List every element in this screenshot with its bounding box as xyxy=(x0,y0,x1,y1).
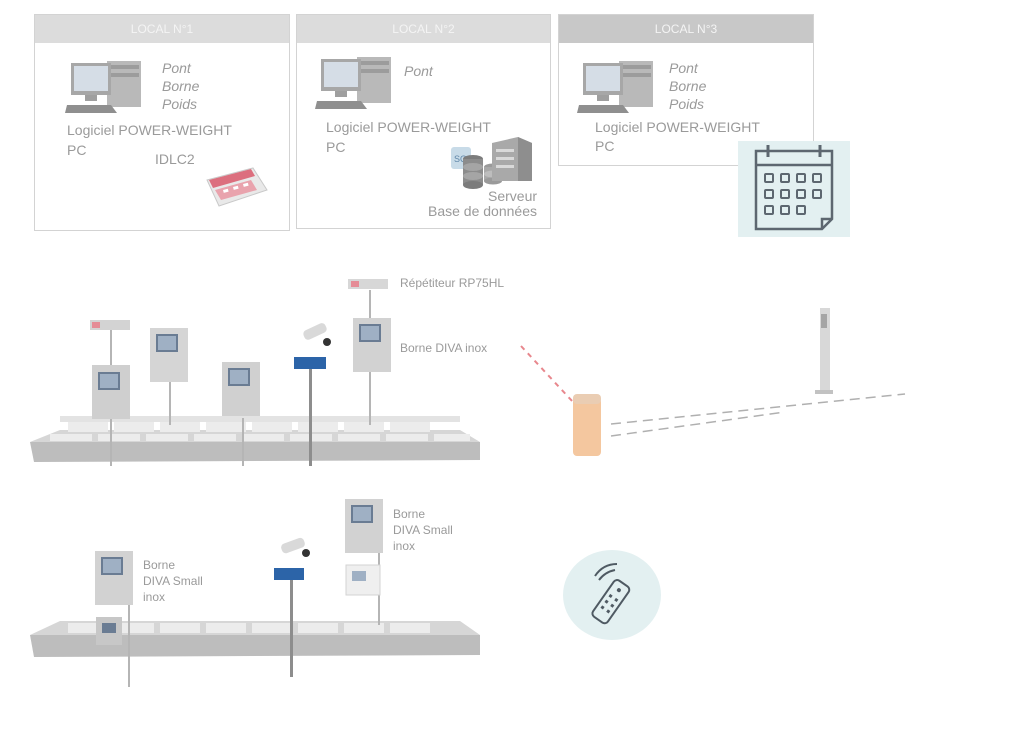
local-1-software: Logiciel POWER-WEIGHT xyxy=(67,122,232,138)
weighbridge-top-illustration xyxy=(20,270,520,475)
kiosk-inox-label: Borne DIVA inox xyxy=(400,341,488,355)
local-1-pc: PC xyxy=(67,142,87,158)
local-3-item-poids: Poids xyxy=(669,96,705,112)
local-2-items: Pont xyxy=(404,62,433,80)
local-3-software: Logiciel POWER-WEIGHT xyxy=(595,119,760,135)
local-1-title: LOCAL N°1 xyxy=(35,15,289,43)
barrier-illustration xyxy=(515,300,915,465)
database-icon: SQL xyxy=(447,145,507,195)
idlc2-indicator-icon xyxy=(201,160,269,210)
pc-icon xyxy=(577,59,657,115)
local-3-panel: LOCAL N°3 Pont Borne Poids Logiciel POWE… xyxy=(558,14,814,166)
kiosk-small-right-line-3: inox xyxy=(393,539,416,553)
local-1-items: Pont Borne Poids xyxy=(162,59,199,113)
local-2-database-label: Base de données xyxy=(428,203,537,219)
kiosk-small-right-line-2: DIVA Small xyxy=(393,523,453,537)
local-3-items: Pont Borne Poids xyxy=(669,59,706,113)
local-2-item-pont: Pont xyxy=(404,63,433,79)
local-3-item-pont: Pont xyxy=(669,60,698,76)
pc-icon xyxy=(65,59,145,115)
local-2-pc: PC xyxy=(326,139,346,155)
kiosk-small-left-line-1: Borne xyxy=(143,558,176,572)
local-1-item-pont: Pont xyxy=(162,60,191,76)
kiosk-small-right-line-1: Borne xyxy=(393,507,426,521)
local-2-title: LOCAL N°2 xyxy=(297,15,550,43)
local-1-device-label: IDLC2 xyxy=(155,151,195,167)
kiosk-small-left-label: Borne DIVA Small inox xyxy=(143,557,203,605)
local-1-item-borne: Borne xyxy=(162,78,200,94)
local-1-panel: LOCAL N°1 Pont Borne Poids Logiciel POWE… xyxy=(34,14,290,231)
local-2-server-label: Serveur xyxy=(488,188,538,204)
local-3-pc: PC xyxy=(595,138,615,154)
pc-icon xyxy=(315,55,395,111)
calendar-icon xyxy=(754,145,834,231)
kiosk-small-left-line-3: inox xyxy=(143,590,166,604)
calendar-tile xyxy=(738,141,850,237)
remote-control-badge xyxy=(563,550,661,640)
local-1-item-poids: Poids xyxy=(162,96,198,112)
kiosk-small-right-label: Borne DIVA Small inox xyxy=(393,506,453,554)
local-3-title: LOCAL N°3 xyxy=(559,15,813,43)
weighbridge-bottom-illustration xyxy=(20,495,490,695)
local-2-software: Logiciel POWER-WEIGHT xyxy=(326,119,491,135)
kiosk-small-left-line-2: DIVA Small xyxy=(143,574,203,588)
server-icon xyxy=(490,135,534,183)
local-3-item-borne: Borne xyxy=(669,78,707,94)
remote-control-icon xyxy=(591,563,631,625)
repeater-label: Répétiteur RP75HL xyxy=(400,276,505,290)
local-2-panel: LOCAL N°2 Pont Logiciel POWER-WEIGHT PC … xyxy=(296,14,551,229)
